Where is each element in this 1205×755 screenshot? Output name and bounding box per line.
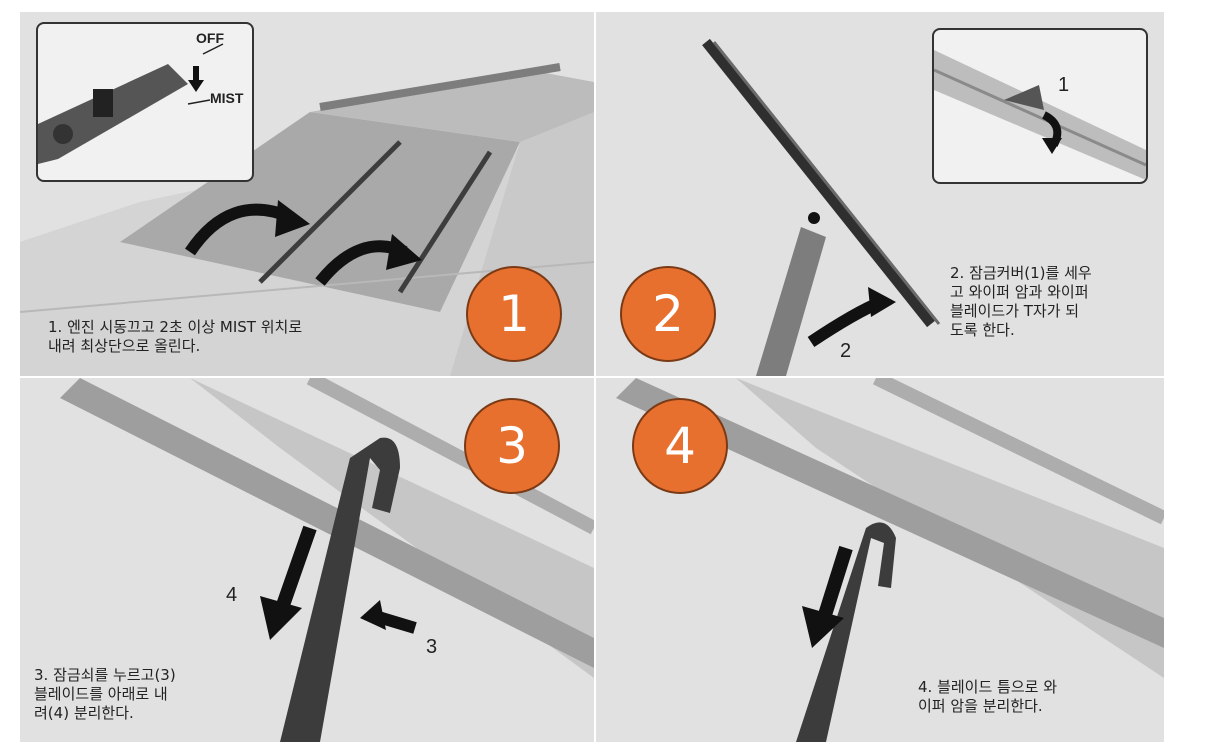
step-4-badge: 4 [632, 398, 728, 494]
step-4-panel: 4 4. 블레이드 틈으로 와 이퍼 암을 분리한다. [596, 378, 1164, 742]
lock-cover-illustration [934, 50, 1146, 180]
blade-release-illustration [60, 378, 594, 742]
stalk-switch-inset: OFF MIST [36, 22, 254, 182]
step-3-caption: 3. 잠금쇠를 누르고(3) 블레이드를 아래로 내 려(4) 분리한다. [34, 666, 176, 722]
arm-removal-illustration [616, 378, 1164, 742]
step-1-badge: 1 [466, 266, 562, 362]
off-label: OFF [196, 30, 224, 46]
step-2-panel: 1 2 2 2. 잠금커버(1)를 세우 고 와이퍼 암과 와이퍼 블레이드가 … [596, 12, 1164, 376]
press-callout-3: 3 [426, 636, 438, 658]
inset-callout-1: 1 [1058, 74, 1070, 96]
step-4-caption: 4. 블레이드 틈으로 와 이퍼 암을 분리한다. [918, 678, 1058, 715]
step-2-caption: 2. 잠금커버(1)를 세우 고 와이퍼 암과 와이퍼 블레이드가 T자가 되 … [950, 264, 1092, 339]
rotate-callout-2: 2 [840, 340, 852, 362]
step-2-badge: 2 [620, 266, 716, 362]
wiper-blade-upright-illustration [702, 38, 941, 376]
step-1-caption: 1. 엔진 시동끄고 2초 이상 MIST 위치로 내려 최상단으로 올린다. [48, 318, 303, 355]
mist-label: MIST [210, 90, 244, 106]
down-callout-4: 4 [226, 584, 238, 606]
step-3-panel: 4 3 3 3. 잠금쇠를 누르고(3) 블레이드를 아래로 내 려(4) 분리… [20, 378, 594, 742]
step-1-panel: OFF MIST 1 1. 엔진 시동끄고 2초 이상 MIST 위치로 내려 … [20, 12, 594, 376]
wiper-stalk-illustration [38, 43, 224, 164]
lock-cover-inset: 1 [932, 28, 1148, 184]
step-3-badge: 3 [464, 398, 560, 494]
